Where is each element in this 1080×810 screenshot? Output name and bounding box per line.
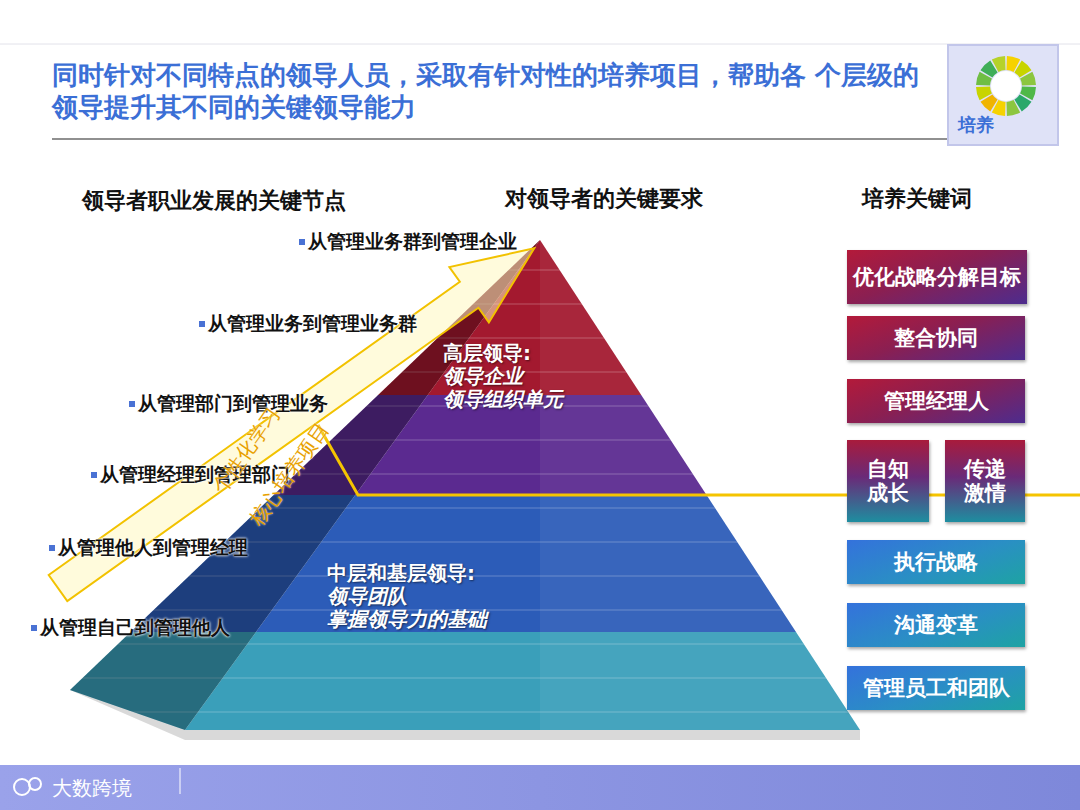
keyword-box: 传递 激情 (945, 440, 1025, 522)
keyword-text-holder: 整合协同 (894, 326, 978, 350)
keyword-box: 管理经理人 (847, 379, 1025, 423)
logo-icon (976, 56, 1036, 116)
region-heading: 高层领导: (443, 342, 563, 365)
logo-segment (976, 86, 992, 100)
logo-text: 培养 (958, 115, 994, 136)
keyword-text: 整合协同 (894, 326, 978, 350)
pyramid-shadow (70, 690, 860, 740)
column-header: 培养关键词 (862, 184, 972, 214)
logo-caption: 培养 (958, 115, 994, 136)
keyword-box: 优化战略分解目标 (847, 250, 1027, 304)
bullet-square (49, 545, 55, 551)
footer-bar (0, 765, 1080, 810)
pyramid-stripe (40, 439, 880, 441)
slide-title: 同时针对不同特点的领导人员，采取有针对性的培养项目，帮助各 个层级的领导提升其不… (52, 60, 932, 123)
keyword-text-holder: 优化战略分解目标 (853, 265, 1021, 289)
career-transition: 从管理部门到管理业务 (138, 391, 328, 417)
keyword-text-holder: 管理员工和团队 (863, 676, 1010, 700)
growth-arrow (38, 221, 554, 616)
keyword-text: 自知 成长 (866, 457, 910, 505)
region-body: 掌握领导力的基础 (327, 608, 487, 631)
logo-segment (992, 56, 1006, 72)
logo-center (991, 71, 1021, 101)
logo-segment (1020, 72, 1036, 86)
keyword-text: 优化战略分解目标 (853, 265, 1021, 289)
pyramid-stripe (40, 439, 880, 441)
keyword-text-holder: 执行战略 (894, 550, 978, 574)
career-transition: 从管理自己到管理他人 (40, 615, 230, 641)
keyword-text-holder: 管理经理人 (884, 389, 989, 413)
column-header: 对领导者的关键要求 (505, 184, 703, 214)
logo-panel (948, 45, 1058, 145)
keyword-text: 管理经理人 (884, 389, 989, 413)
keyword-text: 沟通变革 (894, 613, 978, 637)
title-underline (52, 138, 952, 139)
keyword-text: 传递 激情 (963, 457, 1007, 505)
career-transition: 从管理业务群到管理企业 (308, 229, 517, 255)
career-transition: 从管理经理到管理部门 (100, 462, 290, 488)
region-body: 领导组织单元 (443, 388, 563, 411)
region-body: 领导企业 (443, 365, 563, 388)
bullets (31, 239, 305, 631)
keyword-box: 沟通变革 (847, 603, 1025, 647)
keyword-box: 管理员工和团队 (847, 666, 1025, 710)
footer-logo-mark (14, 778, 41, 795)
bullet-square (129, 401, 135, 407)
bullet-square (31, 625, 37, 631)
footer-brand: 大数跨境 (52, 775, 132, 802)
career-transition: 从管理他人到管理经理 (58, 535, 248, 561)
header-rule (0, 44, 1080, 45)
keyword-text: 管理员工和团队 (863, 676, 1010, 700)
keyword-text-holder: 传递 激情 (963, 457, 1007, 505)
bullet-square (299, 239, 305, 245)
region-heading: 中层和基层领导: (327, 562, 487, 585)
keyword-box: 执行战略 (847, 540, 1025, 584)
pyramid-highlight (540, 230, 880, 740)
logo-segment (1006, 100, 1020, 116)
column-header: 领导者职业发展的关键节点 (82, 186, 346, 216)
keyword-text: 执行战略 (894, 550, 978, 574)
region-body: 领导团队 (327, 585, 487, 608)
bullet-square (199, 321, 205, 327)
keyword-box: 整合协同 (847, 316, 1025, 360)
pyramid-region: 高层领导:领导企业领导组织单元 (443, 342, 563, 411)
keyword-box: 自知 成长 (847, 440, 929, 522)
keyword-text-holder: 自知 成长 (866, 457, 910, 505)
footer-divider (180, 768, 181, 794)
pyramid-region: 中层和基层领导:领导团队掌握领导力的基础 (327, 562, 487, 631)
keyword-text-holder: 沟通变革 (894, 613, 978, 637)
bullet-square (91, 472, 97, 478)
career-transition: 从管理业务到管理业务群 (208, 311, 417, 337)
